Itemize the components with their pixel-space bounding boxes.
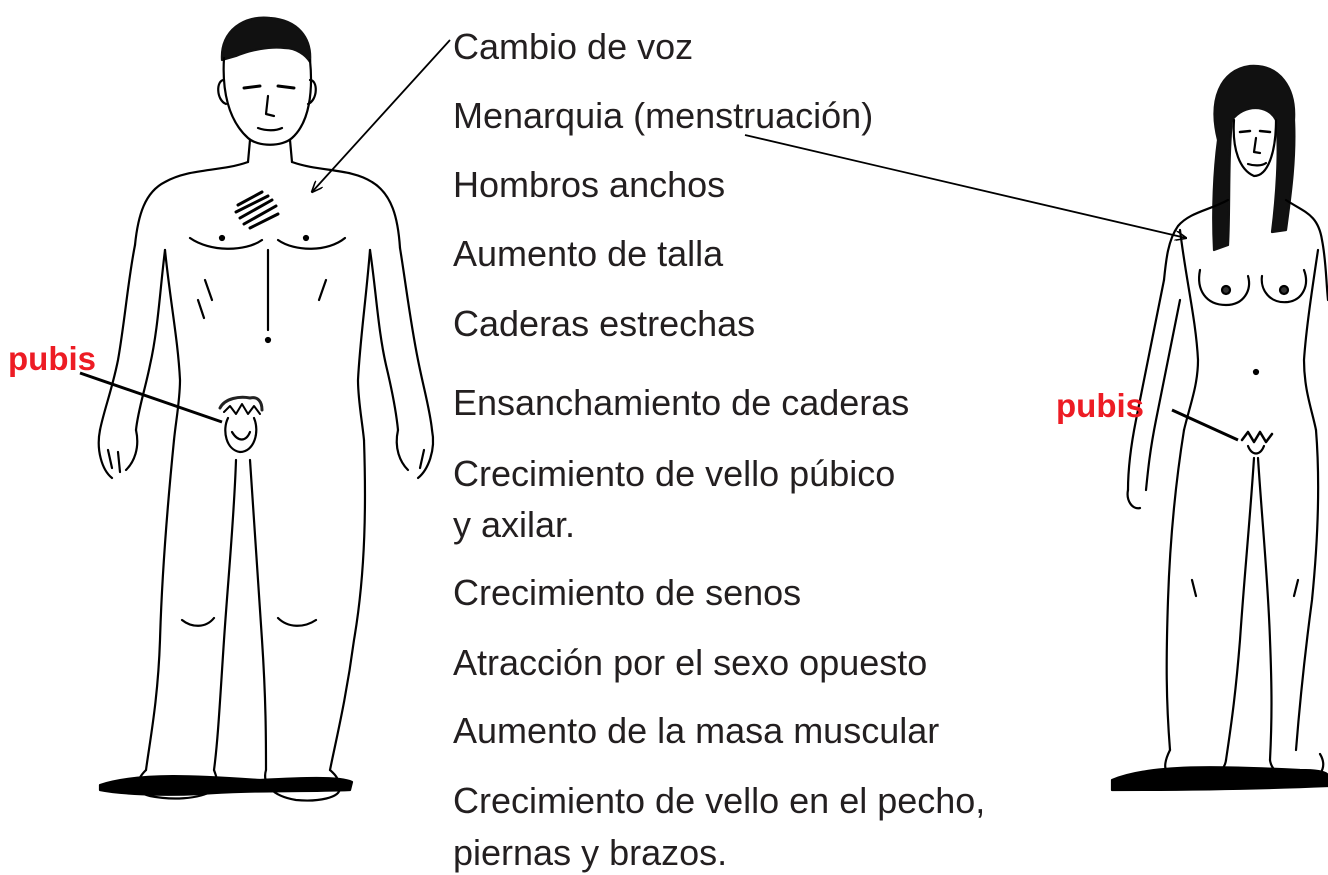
female-pubis-label: pubis [1056, 387, 1144, 424]
item-height-increase: Aumento de talla [453, 233, 724, 274]
item-pubic-hair-line2: y axilar. [453, 504, 576, 545]
item-narrow-hips: Caderas estrechas [453, 303, 756, 344]
menarche-arrow [744, 134, 1186, 238]
male-figure [97, 16, 435, 802]
item-body-hair-line1: Crecimiento de vello en el pecho, [453, 780, 986, 821]
item-breast-growth: Crecimiento de senos [453, 572, 802, 613]
item-wide-shoulders: Hombros anchos [453, 164, 726, 205]
female-pubis-pointer [1171, 408, 1239, 442]
male-pubis-pointer [79, 371, 223, 424]
item-attraction: Atracción por el sexo opuesto [453, 642, 928, 683]
item-menarche: Menarquia (menstruación) [453, 95, 874, 136]
female-figure [1110, 64, 1328, 792]
voice-arrow [312, 39, 451, 192]
item-voice-change: Cambio de voz [453, 26, 694, 67]
item-muscle-mass: Aumento de la masa muscular [453, 710, 940, 751]
item-body-hair-line2: piernas y brazos. [453, 832, 728, 873]
item-pubic-hair-line1: Crecimiento de vello púbico [453, 453, 896, 494]
item-hip-widening: Ensanchamiento de caderas [453, 382, 910, 423]
male-pubis-label: pubis [8, 340, 96, 377]
